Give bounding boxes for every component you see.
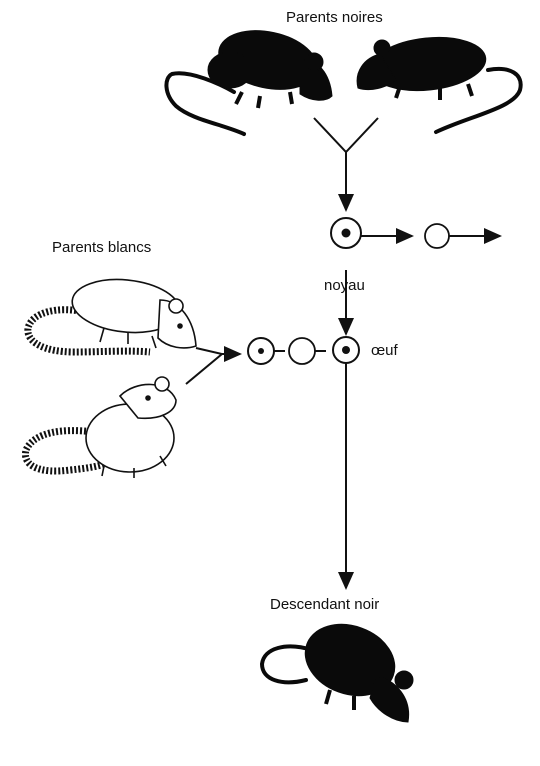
label-descendant-noir: Descendant noir xyxy=(270,596,380,613)
enucleated-donor-cell xyxy=(424,223,450,249)
white-parent-mouse-bottom xyxy=(21,376,177,478)
black-parent-mouse-left xyxy=(164,30,333,136)
reconstructed-egg xyxy=(332,336,360,364)
black-parent-mouse-right xyxy=(356,36,523,134)
white-parents-connector xyxy=(185,346,242,385)
enucleated-egg xyxy=(288,337,316,365)
white-parent-mouse-top xyxy=(24,278,197,356)
label-parents-noires: Parents noires xyxy=(286,9,383,26)
egg-with-own-nucleus xyxy=(247,337,275,365)
black-parents-connector xyxy=(313,117,379,212)
donor-cell-with-nucleus xyxy=(330,217,362,249)
label-parents-blancs: Parents blancs xyxy=(52,239,152,256)
label-noyau: noyau xyxy=(324,277,365,294)
black-offspring-mouse xyxy=(259,623,414,723)
label-oeuf: œuf xyxy=(371,342,398,359)
